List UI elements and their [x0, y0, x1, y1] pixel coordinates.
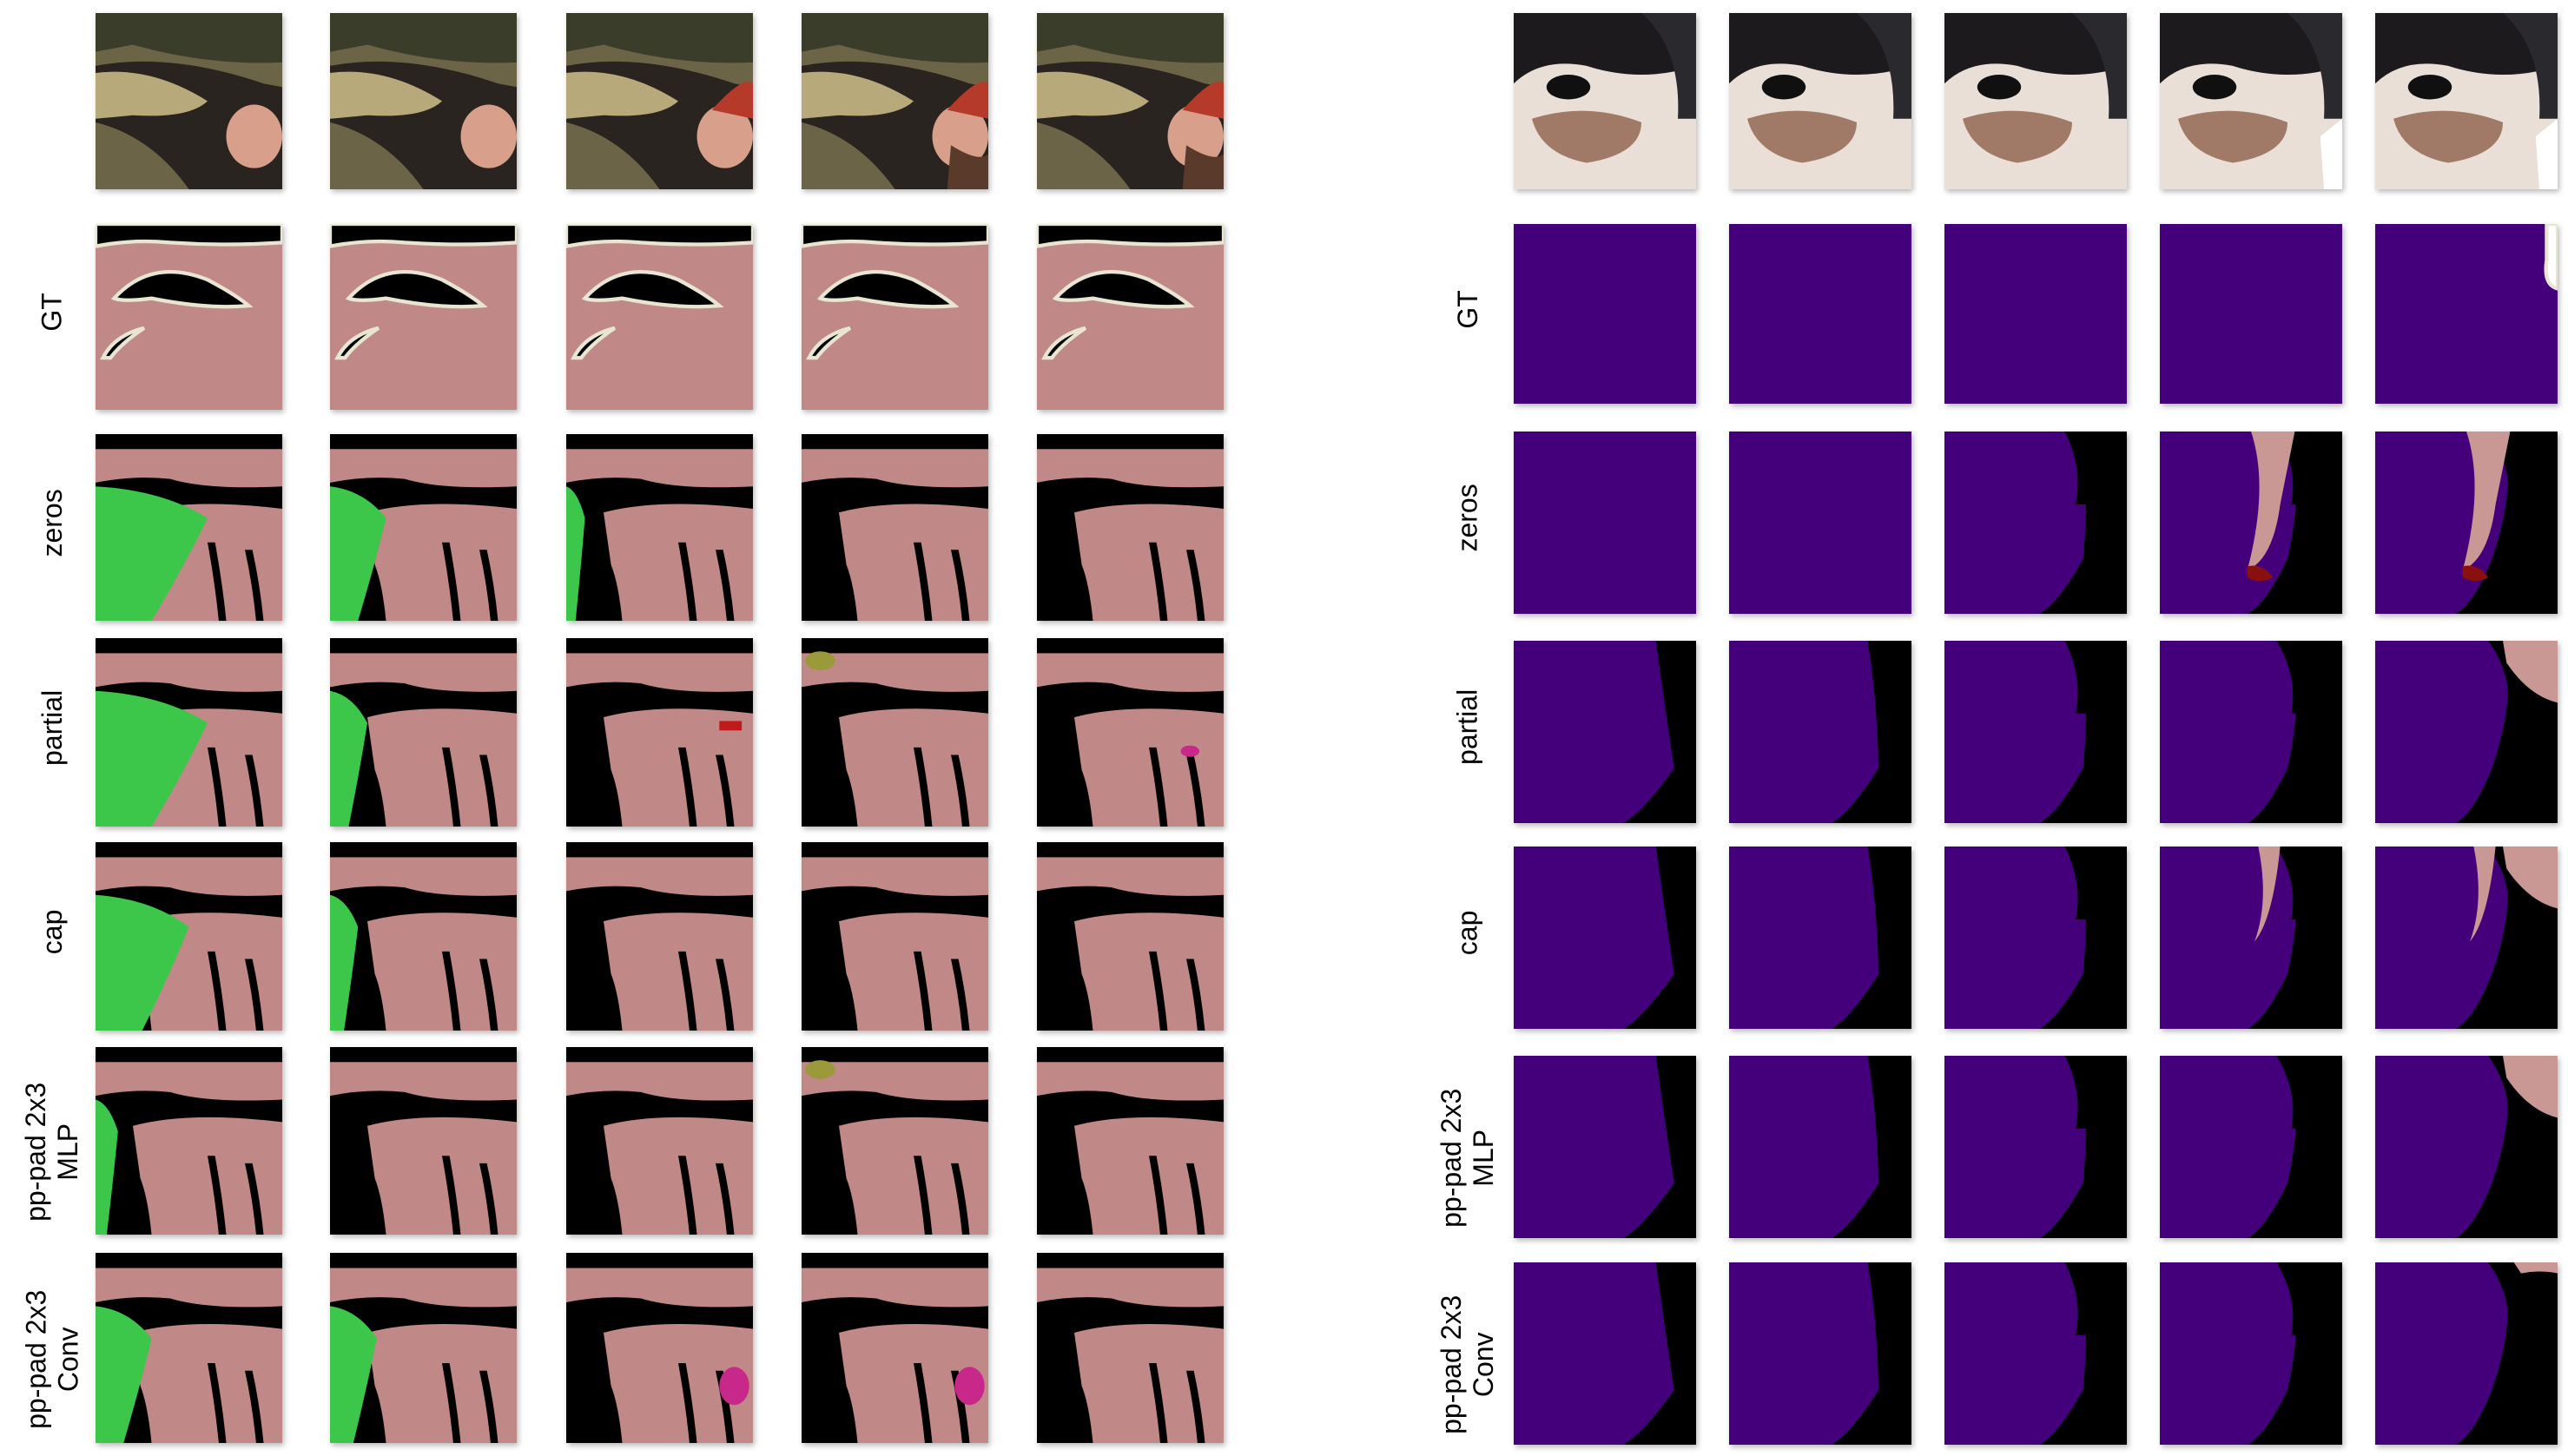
- left-panel-segmentation-map: [96, 434, 282, 621]
- left-panel-segmentation-map: [330, 224, 517, 410]
- left-panel-segmentation-map: [330, 434, 517, 621]
- left-panel-input-image: [1037, 13, 1224, 189]
- left-panel-segmentation-map: [96, 842, 282, 1031]
- left-panel-segmentation-map: [96, 1047, 282, 1235]
- left-panel-row-label: GT: [36, 293, 68, 332]
- left-panel-segmentation-map: [96, 1253, 282, 1443]
- right-panel-segmentation-map: [2375, 641, 2558, 823]
- right-panel-segmentation-map: [1729, 432, 1911, 614]
- left-panel-segmentation-map: [1037, 224, 1224, 410]
- left-panel-segmentation-map: [566, 1253, 753, 1443]
- right-panel-segmentation-map: [1514, 641, 1696, 823]
- right-panel-segmentation-map: [1944, 224, 2127, 404]
- left-panel-input-image: [802, 13, 988, 189]
- right-panel-input-image: [1944, 13, 2127, 189]
- right-panel-segmentation-map: [2375, 1262, 2558, 1445]
- right-panel-segmentation-map: [2375, 224, 2558, 404]
- right-panel-segmentation-map: [1514, 432, 1696, 614]
- right-panel-segmentation-map: [2160, 432, 2342, 614]
- left-panel-segmentation-map: [96, 638, 282, 827]
- right-panel-segmentation-map: [1944, 1056, 2127, 1238]
- right-panel-segmentation-map: [1514, 1262, 1696, 1445]
- right-panel-row-label: zeros: [1451, 484, 1483, 552]
- left-panel-segmentation-map: [802, 1047, 988, 1235]
- left-panel-row-label: cap: [36, 909, 68, 954]
- left-panel-segmentation-map: [1037, 638, 1224, 827]
- right-panel-segmentation-map: [1729, 1262, 1911, 1445]
- right-panel-segmentation-map: [2160, 847, 2342, 1029]
- left-panel-segmentation-map: [802, 842, 988, 1031]
- right-panel-segmentation-map: [1514, 1056, 1696, 1238]
- left-panel-segmentation-map: [1037, 1253, 1224, 1443]
- right-panel-segmentation-map: [2160, 1262, 2342, 1445]
- left-panel-segmentation-map: [1037, 1047, 1224, 1235]
- left-panel-row-label: pp-pad 2x3 Conv: [20, 1289, 83, 1429]
- left-panel-segmentation-map: [802, 638, 988, 827]
- right-panel-row-label: pp-pad 2x3 MLP: [1436, 1088, 1499, 1228]
- right-panel-segmentation-map: [2160, 1056, 2342, 1238]
- left-panel-segmentation-map: [566, 224, 753, 410]
- right-panel-segmentation-map: [1729, 641, 1911, 823]
- right-panel-segmentation-map: [1944, 847, 2127, 1029]
- left-panel-input-image: [566, 13, 753, 189]
- right-panel-segmentation-map: [1729, 847, 1911, 1029]
- left-panel-row-label: partial: [36, 689, 68, 766]
- right-panel-segmentation-map: [2160, 224, 2342, 404]
- right-panel-segmentation-map: [1944, 1262, 2127, 1445]
- left-panel-segmentation-map: [1037, 434, 1224, 621]
- right-panel-row-label: pp-pad 2x3 Conv: [1436, 1295, 1499, 1434]
- left-panel-segmentation-map: [330, 638, 517, 827]
- right-panel-segmentation-map: [2160, 641, 2342, 823]
- right-panel-input-image: [1729, 13, 1911, 189]
- right-panel-segmentation-map: [2375, 1056, 2558, 1238]
- right-panel-input-image: [1514, 13, 1696, 189]
- right-panel-row-label: partial: [1451, 688, 1483, 765]
- right-panel-segmentation-map: [2375, 432, 2558, 614]
- right-panel-segmentation-map: [1944, 641, 2127, 823]
- left-panel-segmentation-map: [330, 1253, 517, 1443]
- right-panel-segmentation-map: [1729, 224, 1911, 404]
- left-panel-segmentation-map: [1037, 842, 1224, 1031]
- left-panel-segmentation-map: [802, 224, 988, 410]
- left-panel-segmentation-map: [802, 1253, 988, 1443]
- left-panel-segmentation-map: [566, 638, 753, 827]
- right-panel-input-image: [2375, 13, 2558, 189]
- left-panel-segmentation-map: [330, 842, 517, 1031]
- left-panel-row-label: zeros: [36, 488, 68, 557]
- left-panel-segmentation-map: [566, 842, 753, 1031]
- left-panel-input-image: [330, 13, 517, 189]
- right-panel-segmentation-map: [1514, 847, 1696, 1029]
- left-panel-segmentation-map: [566, 1047, 753, 1235]
- left-panel-segmentation-map: [566, 434, 753, 621]
- left-panel-segmentation-map: [96, 224, 282, 410]
- right-panel-row-label: cap: [1451, 910, 1483, 956]
- right-panel-segmentation-map: [1729, 1056, 1911, 1238]
- left-panel-row-label: pp-pad 2x3 MLP: [20, 1082, 83, 1222]
- right-panel-row-label: GT: [1451, 289, 1483, 329]
- right-panel-segmentation-map: [2375, 847, 2558, 1029]
- left-panel-segmentation-map: [330, 1047, 517, 1235]
- right-panel-segmentation-map: [1944, 432, 2127, 614]
- right-panel-input-image: [2160, 13, 2342, 189]
- left-panel-input-image: [96, 13, 282, 189]
- left-panel-segmentation-map: [802, 434, 988, 621]
- right-panel-segmentation-map: [1514, 224, 1696, 404]
